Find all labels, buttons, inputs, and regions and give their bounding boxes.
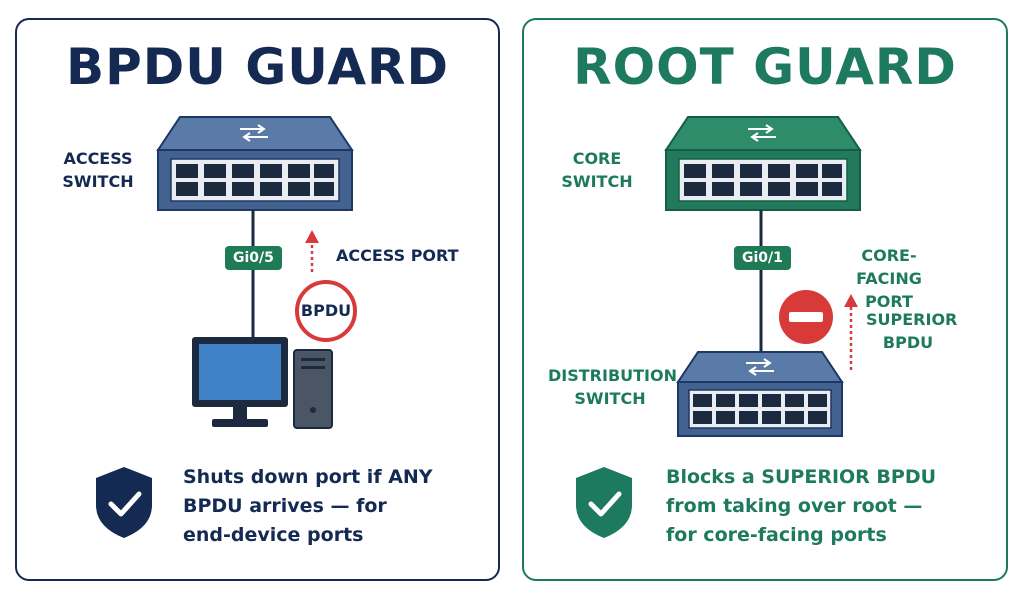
shield-check-icon xyxy=(576,467,632,538)
distribution-switch-label: DISTRIBUTION SWITCH xyxy=(548,366,677,408)
bpdu-guard-title: BPDU GUARD xyxy=(65,38,450,96)
root-guard-panel: ROOT GUARD xyxy=(522,18,1008,581)
access-switch-label: ACCESS SWITCH xyxy=(62,149,134,191)
port-badge-gi0-5: Gi0/5 xyxy=(225,246,282,270)
pc-icon xyxy=(192,337,333,429)
access-switch-icon xyxy=(156,116,354,211)
core-switch-icon xyxy=(664,116,862,211)
distribution-switch-icon xyxy=(676,351,844,437)
root-guard-description: Blocks a SUPERIOR BPDU from taking over … xyxy=(666,466,937,546)
core-switch-label: CORE SWITCH xyxy=(561,149,633,191)
bpdu-badge: BPDU xyxy=(295,280,357,342)
port-badge-gi0-1: Gi0/1 xyxy=(734,246,791,270)
core-facing-port-label: CORE-FACING PORT xyxy=(856,246,922,311)
bpdu-guard-panel: BPDU GUARD xyxy=(15,18,500,581)
shield-check-icon xyxy=(96,467,152,538)
access-port-label: ACCESS PORT xyxy=(336,246,459,265)
superior-bpdu-label: SUPERIOR BPDU xyxy=(866,310,958,352)
blocked-icon xyxy=(779,290,833,344)
root-guard-title: ROOT GUARD xyxy=(573,38,957,96)
bpdu-guard-description: Shuts down port if ANY BPDU arrives — fo… xyxy=(183,466,433,546)
